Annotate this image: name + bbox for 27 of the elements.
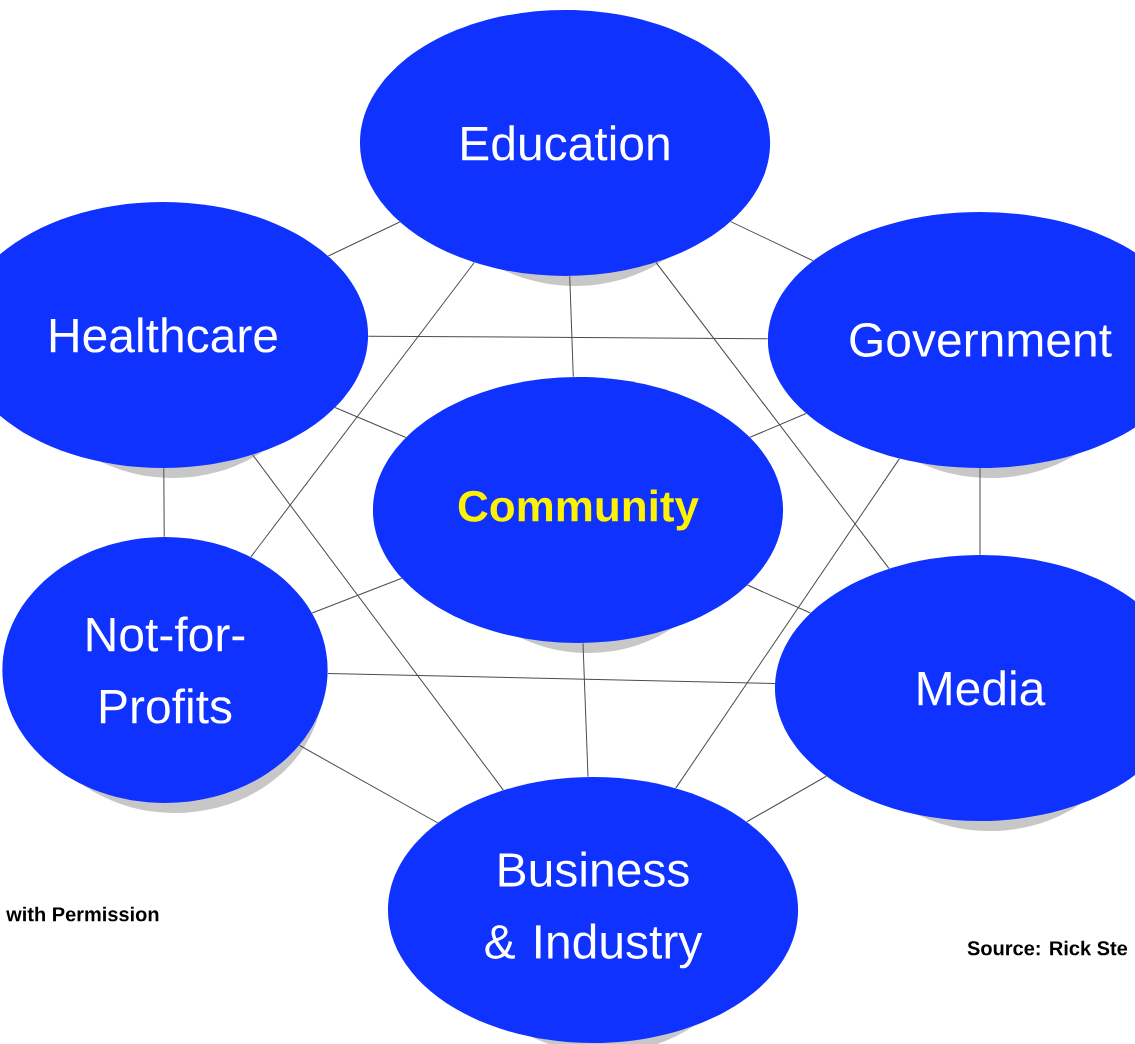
ellipse-node: Not-for-Profits xyxy=(2,537,328,813)
ellipse-node: Business & Industry xyxy=(387,777,799,1044)
ellipse-node: Government xyxy=(767,212,1135,478)
connector-line xyxy=(979,467,981,556)
connector-line xyxy=(569,275,574,378)
ellipse-node: Community xyxy=(372,377,784,653)
connector-line xyxy=(334,407,407,438)
ellipse-node: Media xyxy=(774,555,1135,831)
connector-line xyxy=(582,642,589,778)
connector-line xyxy=(327,221,401,257)
connector-line xyxy=(163,467,165,538)
connector-line xyxy=(250,262,475,558)
connector-line xyxy=(747,584,811,614)
ellipse-node: Education xyxy=(359,10,771,286)
connector-line xyxy=(367,335,769,340)
connector-line xyxy=(298,744,439,824)
connector-line xyxy=(746,775,827,823)
note-text: Source: Rick Ste xyxy=(967,940,1128,956)
connector-line xyxy=(252,454,504,791)
ellipse-node: Healthcare xyxy=(0,202,369,478)
connector-line xyxy=(749,413,807,438)
connector-line xyxy=(675,458,900,789)
note-text: with Permission xyxy=(6,906,159,922)
connector-line xyxy=(311,577,403,614)
connector-line xyxy=(655,261,890,570)
connector-line xyxy=(730,221,814,262)
connector-line xyxy=(327,673,776,684)
